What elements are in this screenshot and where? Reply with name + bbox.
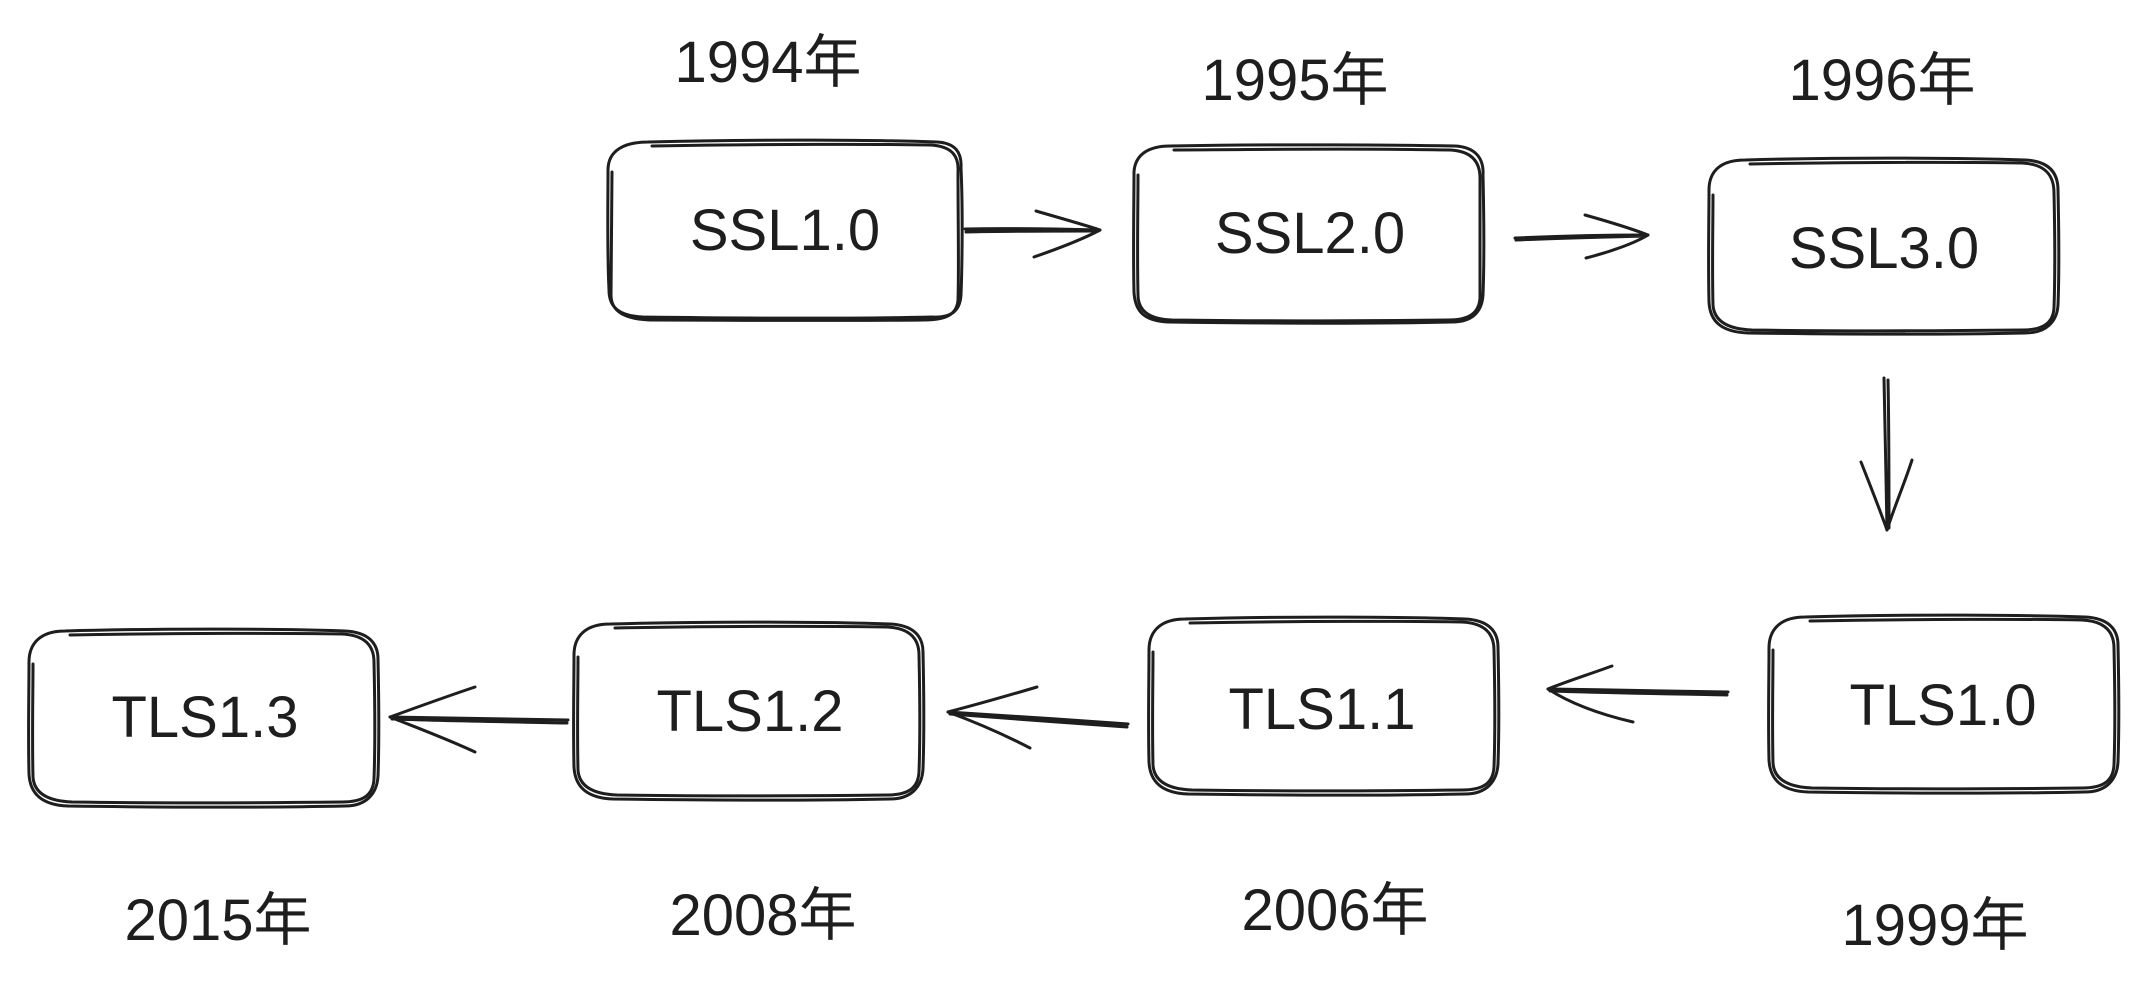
node-ssl10-box <box>606 138 964 322</box>
node-ssl20[interactable]: SSL2.0 <box>1132 143 1486 325</box>
node-tls13-box <box>27 627 381 809</box>
node-tls10-label: TLS1.0 <box>1850 673 2037 738</box>
node-ssl20-label: SSL2.0 <box>1215 201 1405 266</box>
arrow-tls12-to-tls13 <box>388 685 570 754</box>
arrow-ssl10-to-ssl20 <box>963 209 1102 259</box>
node-tls10[interactable]: TLS1.0 <box>1767 613 2121 795</box>
year-label-tls13: 2015年 <box>124 888 311 953</box>
year-label-ssl30: 1996年 <box>1788 48 1975 113</box>
arrow-ssl20-to-ssl30 <box>1513 213 1650 260</box>
node-ssl10-label: SSL1.0 <box>690 198 880 263</box>
node-tls13-label: TLS1.3 <box>112 685 299 750</box>
year-label-tls10: 1999年 <box>1841 893 2028 958</box>
arrow-tls10-to-tls11 <box>1546 664 1730 724</box>
year-label-tls11: 2006年 <box>1241 878 1428 943</box>
node-ssl20-box <box>1132 143 1486 325</box>
node-tls11-box <box>1147 615 1501 797</box>
arrow-ssl30-to-tls10 <box>1859 376 1914 532</box>
node-tls11[interactable]: TLS1.1 <box>1147 615 1501 797</box>
node-tls13[interactable]: TLS1.3 <box>27 627 381 809</box>
year-label-ssl10: 1994年 <box>674 30 861 95</box>
node-ssl10[interactable]: SSL1.0 <box>606 138 964 322</box>
year-label-tls12: 2008年 <box>669 883 856 948</box>
node-ssl30-box <box>1707 156 2061 336</box>
node-tls12-box <box>572 620 926 802</box>
node-tls12[interactable]: TLS1.2 <box>572 620 926 802</box>
arrow-tls11-to-tls12 <box>946 685 1130 750</box>
node-tls11-label: TLS1.1 <box>1229 677 1416 742</box>
year-label-ssl20: 1995年 <box>1201 48 1388 113</box>
node-tls12-label: TLS1.2 <box>657 679 844 744</box>
node-ssl30[interactable]: SSL3.0 <box>1707 156 2061 336</box>
node-ssl30-label: SSL3.0 <box>1789 216 1979 281</box>
node-tls10-box <box>1767 613 2121 795</box>
